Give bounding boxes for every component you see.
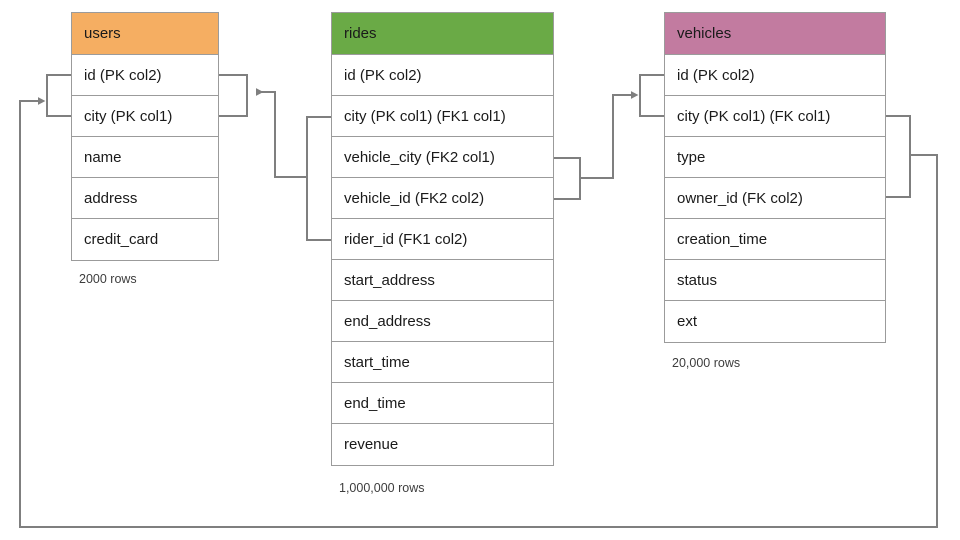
table-header-vehicles: vehicles [665, 13, 885, 55]
entity-table-rides[interactable]: rides id (PK col2) city (PK col1) (FK1 c… [331, 12, 554, 466]
table-row[interactable]: credit_card [84, 231, 159, 248]
table-row[interactable]: city (PK col1) [72, 96, 218, 137]
entity-table-vehicles[interactable]: vehicles id (PK col2) city (PK col1) (FK… [664, 12, 886, 343]
table-header-rides: rides [332, 13, 553, 55]
table-row[interactable]: creation_time [665, 219, 885, 260]
table-row[interactable]: start_time [332, 342, 553, 383]
table-row[interactable]: rider_id (FK1 col2) [332, 219, 553, 260]
table-row[interactable]: end_address [332, 301, 553, 342]
table-row[interactable]: city (PK col1) (FK col1) [665, 96, 885, 137]
table-row[interactable]: name [72, 137, 218, 178]
row-count-rides: 1,000,000 rows [339, 481, 425, 495]
table-row[interactable]: owner_id (FK col2) [665, 178, 885, 219]
table-row[interactable]: id (PK col2) [665, 55, 885, 96]
connector-users-left-bracket [46, 74, 71, 117]
table-row[interactable]: city (PK col1) (FK1 col1) [332, 96, 553, 137]
table-row[interactable]: end_time [332, 383, 553, 424]
table-row[interactable]: revenue [344, 436, 399, 453]
table-row[interactable]: address [72, 178, 218, 219]
table-row[interactable]: id (PK col2) [72, 55, 218, 96]
table-row[interactable]: vehicle_id (FK2 col2) [332, 178, 553, 219]
row-count-vehicles: 20,000 rows [672, 356, 741, 370]
table-row[interactable]: start_address [332, 260, 553, 301]
table-row[interactable]: ext [677, 313, 698, 330]
connector-rides-rider-to-users [256, 88, 331, 241]
table-header-users: users [72, 13, 218, 55]
table-row[interactable]: status [665, 260, 885, 301]
table-row[interactable]: type [665, 137, 885, 178]
entity-table-users[interactable]: users id (PK col2) city (PK col1) name a… [71, 12, 219, 261]
row-count-users: 2000 rows [79, 272, 137, 286]
connector-rides-vehicle-to-vehicles [554, 91, 639, 200]
connector-vehicles-left-bracket [639, 74, 664, 117]
connector-users-bracket [219, 74, 248, 117]
table-row[interactable]: id (PK col2) [332, 55, 553, 96]
table-row[interactable]: vehicle_city (FK2 col1) [332, 137, 553, 178]
